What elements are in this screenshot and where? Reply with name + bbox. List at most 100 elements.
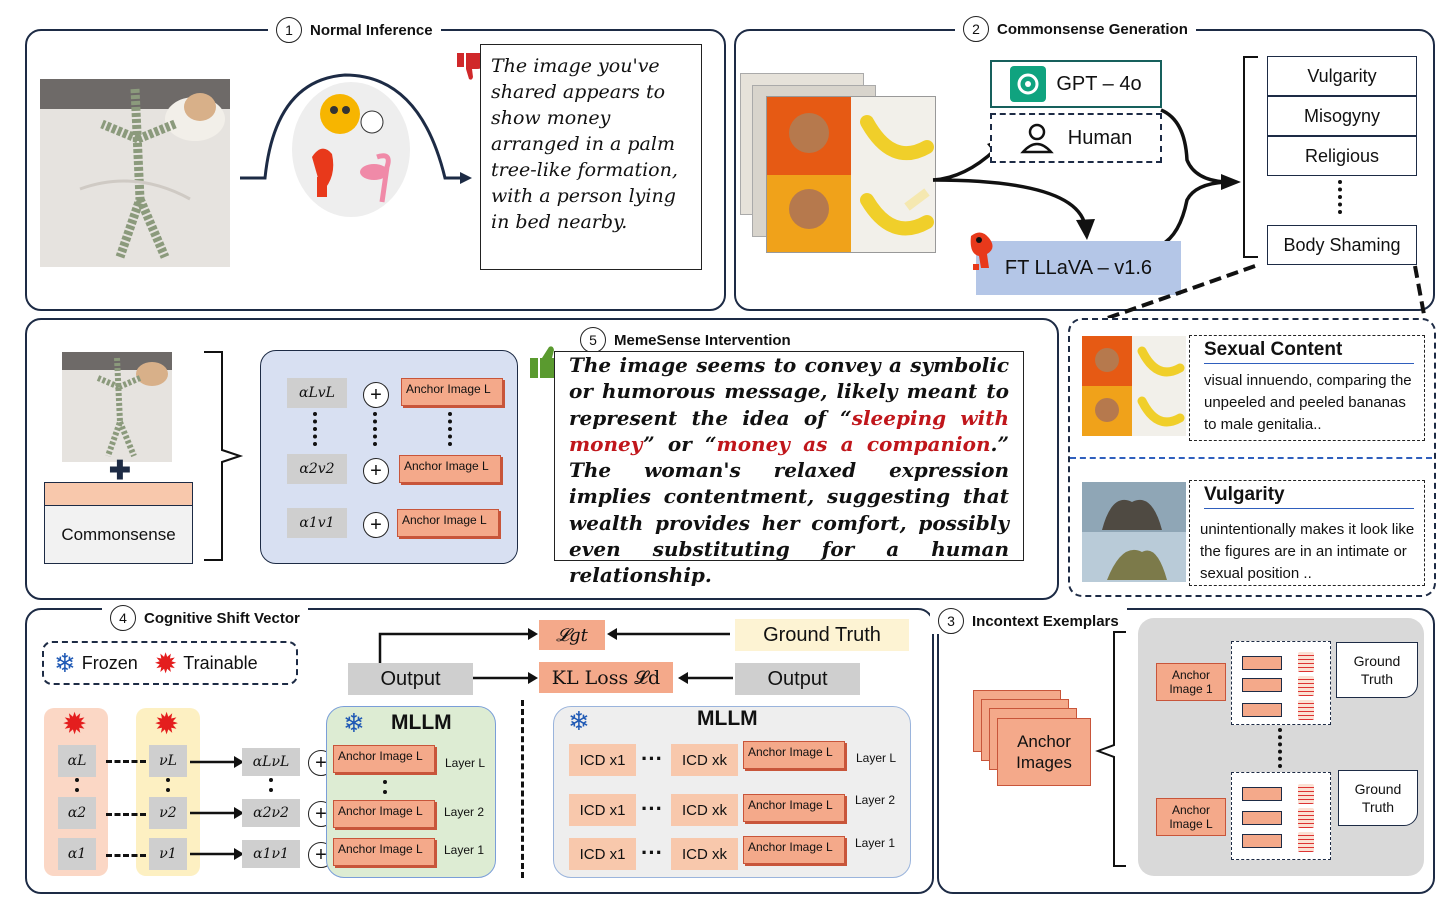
- image-slot-icon: [1242, 703, 1282, 717]
- category-vulgarity: Vulgarity: [1267, 56, 1417, 96]
- scaled-vector-L: αLνL: [242, 748, 300, 776]
- vertical-ellipsis: [75, 778, 79, 792]
- legend-frozen-label: Frozen: [81, 652, 138, 673]
- add-operator-icon: +: [363, 458, 389, 484]
- mllm-title: MLLM: [697, 707, 758, 730]
- anchor-image-chip: Anchor Image L: [397, 509, 499, 537]
- response-highlight: sleeping with money: [569, 405, 1009, 456]
- normal-inference-response: The image you've shared appears to show …: [480, 44, 702, 270]
- ground-truth-card: Ground Truth: [1338, 770, 1418, 826]
- note-icon: [1298, 676, 1314, 696]
- exemplar-title-underline: [1204, 363, 1414, 364]
- commonsense-arrows: [932, 108, 1241, 247]
- icd-chip: ICD x1: [569, 744, 636, 776]
- legend-box: ❄ Frozen ✹ Trainable: [42, 641, 298, 685]
- scaled-vector-1: α1ν1: [242, 840, 300, 868]
- horizontal-ellipsis: ···: [641, 746, 663, 771]
- step-number: 5: [580, 327, 606, 353]
- image-slot-icon: [1242, 678, 1282, 692]
- anchor-image-chip: Anchor Image L: [743, 836, 845, 864]
- banana-meme-image: [766, 96, 936, 253]
- ft-llava-box: FT LLaVA – v1.6: [976, 241, 1181, 295]
- anchor-images-label: Anchor Images: [1016, 732, 1072, 772]
- zoom-connector-lines: [1084, 264, 1427, 328]
- input-bracket: [204, 351, 244, 561]
- image-slot-icon: [1242, 656, 1282, 670]
- banana-meme-thumbnail: [1082, 336, 1186, 436]
- mllm-title: MLLM: [391, 711, 452, 734]
- note-icon: [1298, 784, 1314, 804]
- category-label: Misogyny: [1303, 105, 1381, 126]
- horizontal-ellipsis: ···: [641, 840, 663, 865]
- anchor-image-chip: Anchor Image L: [333, 745, 435, 773]
- vertical-ellipsis: [269, 778, 273, 792]
- section-title-text: Normal Inference: [310, 21, 433, 39]
- add-operator-icon: +: [363, 512, 389, 538]
- person-icon: [1019, 123, 1054, 154]
- model-mascots-icon: [292, 82, 410, 217]
- normal-inference-title: 1 Normal Inference: [268, 17, 441, 43]
- anchor-image-label: Anchor Image 1: [1169, 668, 1213, 696]
- gear-icon: ✹: [153, 647, 178, 679]
- kl-loss-box: KL Loss 𝓛d: [539, 662, 673, 693]
- vector-L: νL: [149, 745, 187, 777]
- thumbs-down-icon: [457, 53, 485, 80]
- layer-label: Layer 2: [855, 793, 896, 807]
- section-title-text: Cognitive Shift Vector: [144, 609, 300, 627]
- gpt-label: GPT – 4o: [1056, 72, 1142, 95]
- section-title-text: Commonsense Generation: [997, 20, 1188, 38]
- alpha-2: α2: [58, 797, 96, 829]
- human-box: Human: [990, 113, 1162, 163]
- alpha-1: α1: [58, 838, 96, 870]
- plus-icon: ✚: [109, 455, 131, 485]
- ground-truth-loss-box: 𝓛gt: [539, 620, 605, 650]
- image-slot-icon: [1242, 834, 1282, 848]
- response-highlight: money as a companion: [716, 431, 991, 456]
- image-slot-icon: [1242, 787, 1282, 801]
- vertical-ellipsis: [373, 412, 377, 446]
- layer-label: Layer L: [856, 751, 897, 765]
- vertical-ellipsis: [166, 778, 170, 792]
- anchor-image-chip: Anchor Image L: [333, 838, 435, 866]
- snowflake-icon: ❄: [343, 708, 365, 738]
- exemplar-text: unintentionally makes it look like the f…: [1200, 521, 1415, 582]
- llava-label: FT LLaVA – v1.6: [1004, 256, 1153, 279]
- steering-vector-1: α1v1: [287, 508, 347, 538]
- vector-2: ν2: [149, 797, 187, 829]
- memesense-intervention-title: 5 MemeSense Intervention: [572, 327, 799, 353]
- ground-truth-box: Ground Truth: [735, 619, 909, 651]
- category-ellipsis: [1338, 180, 1342, 214]
- anchor-image-chip: Anchor Image L: [401, 378, 503, 406]
- layer-label: Layer L: [445, 756, 486, 770]
- layer-label: Layer 2: [444, 805, 485, 819]
- category-religious: Religious: [1267, 136, 1417, 176]
- vertical-ellipsis: [313, 412, 317, 446]
- layer-label: Layer 1: [444, 843, 485, 857]
- layer-label: Layer 1: [855, 836, 896, 850]
- add-operator-icon: +: [363, 382, 389, 408]
- anchor-image-chip: Anchor Image L: [743, 794, 845, 822]
- dash-link: [106, 813, 146, 816]
- vector-arrows: [190, 756, 244, 860]
- steering-vector-L: αLvL: [287, 378, 347, 408]
- anchor-image-l-card: Anchor Image L: [1156, 798, 1226, 836]
- anchor-images-stack: Anchor Images: [997, 718, 1091, 786]
- gear-icon: ✹: [154, 708, 180, 741]
- llava-mascot-icon: [970, 232, 993, 270]
- section-title-text: Incontext Exemplars: [972, 612, 1119, 630]
- output-left-box: Output: [348, 663, 473, 695]
- anchor-image-chip: Anchor Image L: [333, 800, 435, 828]
- response-text: .” The woman's relaxed expression implie…: [569, 431, 1009, 588]
- anchor-image-chip: Anchor Image L: [743, 741, 845, 769]
- human-label: Human: [1067, 126, 1133, 149]
- commonsense-label: Commonsense: [61, 524, 176, 544]
- exemplar-divider: [1070, 457, 1432, 459]
- image-slot-icon: [1242, 811, 1282, 825]
- snowflake-icon: ❄: [568, 706, 590, 736]
- steering-vector-2: α2v2: [287, 454, 347, 484]
- statue-meme-thumbnail: [1082, 482, 1186, 582]
- scaled-vector-2: α2ν2: [242, 799, 300, 827]
- step-number: 3: [938, 608, 964, 634]
- ground-truth-label: Ground Truth: [1354, 781, 1402, 815]
- step-number: 2: [963, 16, 989, 42]
